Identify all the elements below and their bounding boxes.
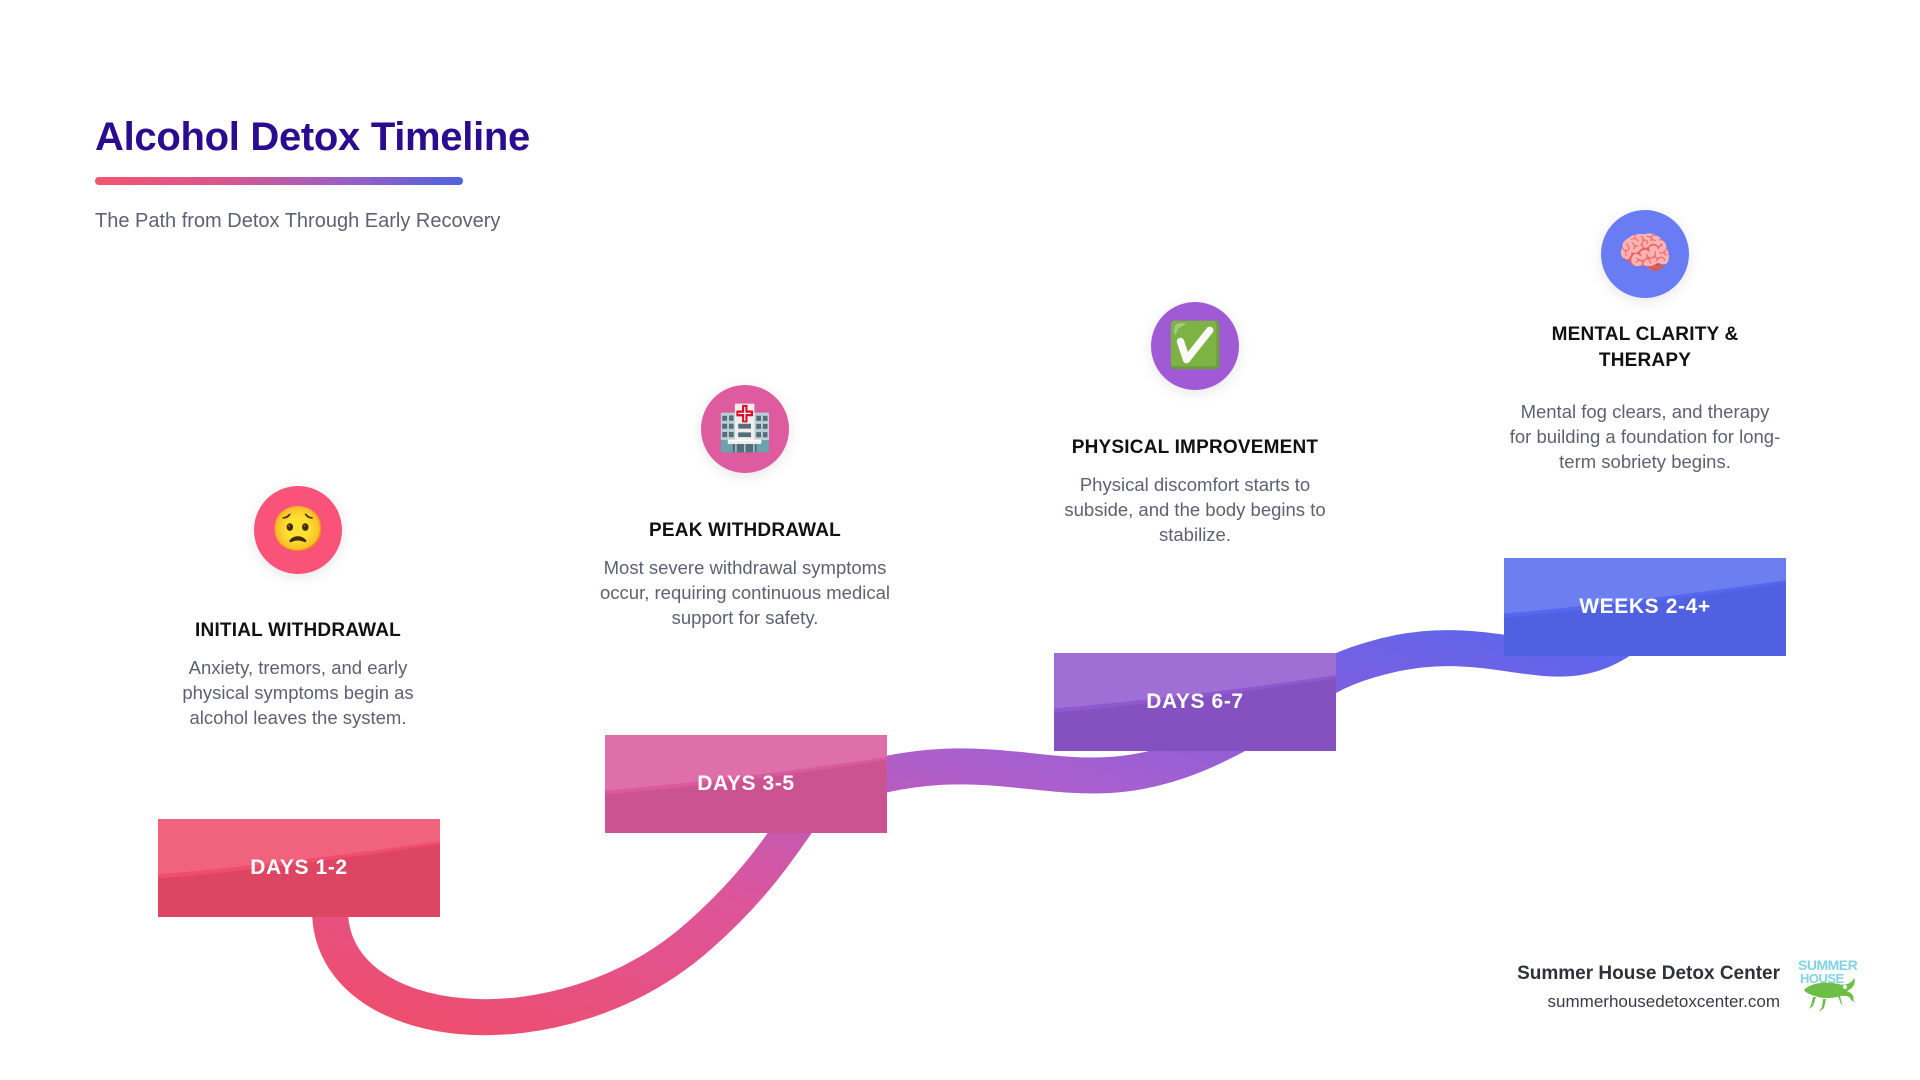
milestone-1-label: DAYS 1-2 (250, 856, 348, 879)
milestone-4-label: WEEKS 2-4+ (1579, 595, 1711, 618)
logo-bottom-text: HOUSE (1800, 971, 1845, 986)
milestone-1-description: Anxiety, tremors, and early physical sym… (182, 657, 414, 728)
footer-text: Summer House Detox Center summerhousedet… (1517, 960, 1780, 1014)
check-mark-icon: ✅ (1151, 302, 1239, 390)
page-subtitle: The Path from Detox Through Early Recove… (95, 210, 501, 232)
brain-icon: 🧠 (1601, 210, 1689, 298)
gecko-mark (1804, 978, 1856, 1012)
milestone-3-title: PHYSICAL IMPROVEMENT (1071, 437, 1319, 458)
header: Alcohol Detox Timeline The Path from Det… (95, 115, 655, 236)
milestone-3-label-box[interactable]: DAYS 6-7 (1054, 653, 1336, 751)
milestone-4-description: Mental fog clears, and therapy for build… (1509, 401, 1781, 472)
hospital-icon: 🏥 (701, 385, 789, 473)
footer: Summer House Detox Center summerhousedet… (1517, 956, 1860, 1018)
worried-face-icon: 😟 (254, 486, 342, 574)
accent-divider (95, 177, 463, 185)
milestone-4-label-box[interactable]: WEEKS 2-4+ (1504, 558, 1786, 656)
milestone-4-title: MENTAL CLARITY & THERAPY (1551, 324, 1739, 372)
milestone-2-label: DAYS 3-5 (697, 772, 795, 795)
milestone-3-label: DAYS 6-7 (1146, 690, 1244, 713)
milestone-1-title: INITIAL WITHDRAWAL (195, 620, 401, 641)
milestone-3-description: Physical discomfort starts to subside, a… (1064, 474, 1326, 545)
milestone-2-description: Most severe withdrawal symptoms occur, r… (600, 557, 890, 628)
logo-top-text: SUMMER (1798, 957, 1858, 973)
page-title: Alcohol Detox Timeline (95, 115, 530, 159)
milestone-1-label-box[interactable]: DAYS 1-2 (158, 819, 440, 917)
website-url[interactable]: summerhousedetoxcenter.com (1547, 991, 1780, 1011)
summer-house-logo: SUMMER HOUSE (1798, 957, 1858, 1012)
milestone-2-label-box[interactable]: DAYS 3-5 (605, 735, 887, 833)
brand-name: Summer House Detox Center (1517, 963, 1780, 984)
milestone-2-title: PEAK WITHDRAWAL (649, 520, 841, 541)
